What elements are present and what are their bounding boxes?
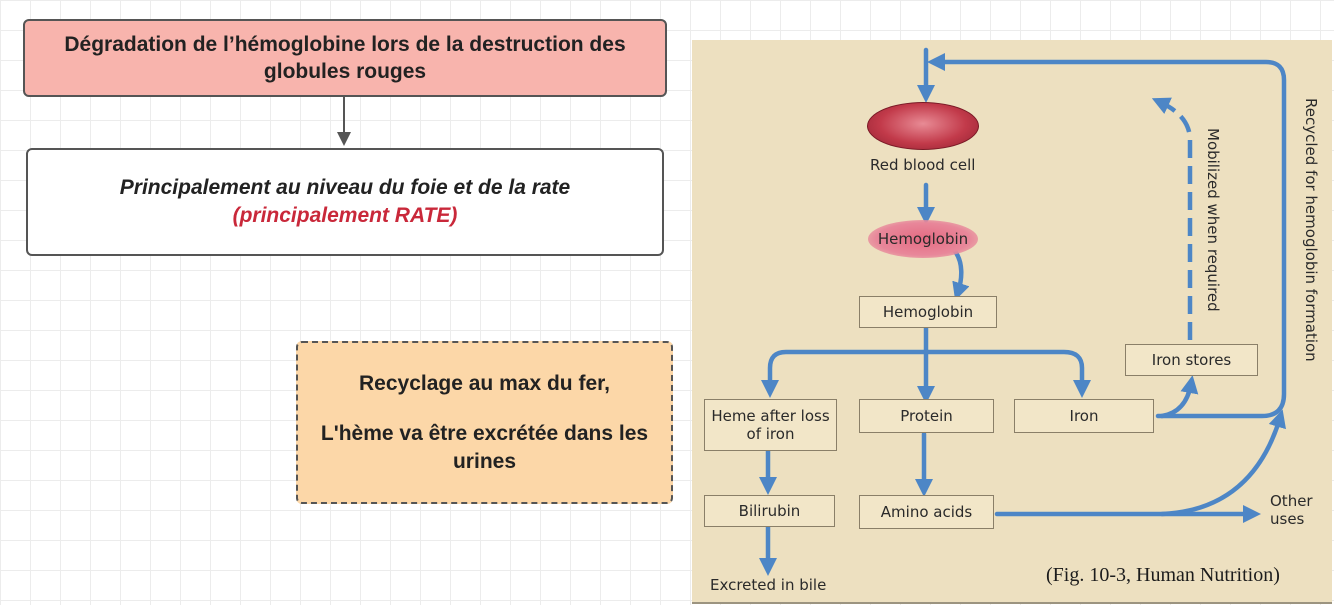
heme-node: Heme after loss of iron — [704, 399, 837, 451]
location-text: Principalement au niveau du foie et de l… — [119, 176, 571, 199]
red-blood-cell-shape — [867, 102, 979, 150]
iron-stores-node: Iron stores — [1125, 344, 1258, 376]
bilirubin-node: Bilirubin — [704, 495, 835, 527]
excreted-label: Excreted in bile — [710, 576, 827, 594]
recycle-line-1: Recyclage au max du fer, — [359, 371, 610, 395]
location-highlight: (principalement RATE) — [232, 204, 458, 227]
amino-acids-node: Amino acids — [859, 495, 994, 529]
hemoglobin-blob-label: Hemoglobin — [877, 230, 969, 248]
hemoglobin-node: Hemoglobin — [859, 296, 997, 328]
figure-arrows — [759, 47, 1287, 576]
figure-caption: (Fig. 10-3, Human Nutrition) — [1046, 564, 1280, 586]
protein-node: Protein — [859, 399, 994, 433]
mobilized-label: Mobilized when required — [1204, 128, 1222, 312]
recycle-box: Recyclage au max du fer, L'hème va être … — [296, 341, 673, 504]
title-text: Dégradation de l’hémoglobine lors de la … — [64, 33, 626, 83]
hemoglobin-degradation-figure: Red blood cell Hemoglobin Hemoglobin Hem… — [692, 40, 1332, 604]
title-box: Dégradation de l’hémoglobine lors de la … — [23, 19, 667, 97]
hemoglobin-blob: Hemoglobin — [868, 220, 978, 258]
location-box: Principalement au niveau du foie et de l… — [26, 148, 664, 256]
iron-node: Iron — [1014, 399, 1154, 433]
other-uses-label: Other uses — [1270, 492, 1313, 528]
recycle-line-2: L'hème va être excrétée dans les urines — [320, 421, 649, 473]
recycled-label: Recycled for hemoglobin formation — [1302, 98, 1320, 362]
red-blood-cell-label: Red blood cell — [870, 156, 976, 174]
connector-arrow — [337, 97, 351, 146]
